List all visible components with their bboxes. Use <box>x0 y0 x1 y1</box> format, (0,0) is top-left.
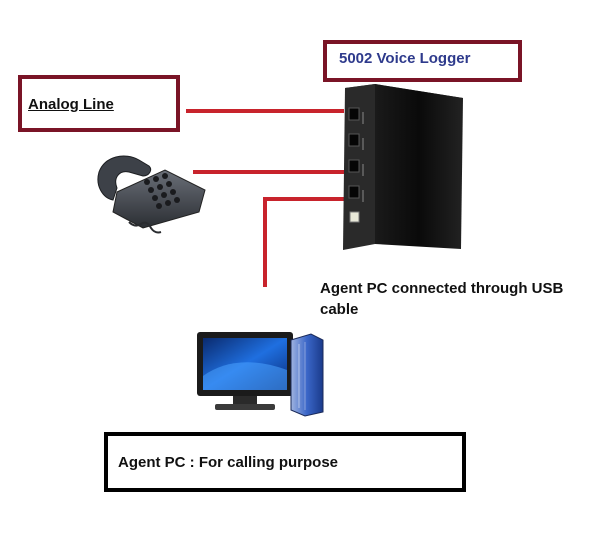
pc-wire-vertical <box>263 197 267 287</box>
agent-pc-label: Agent PC : For calling purpose <box>118 454 339 471</box>
analog-line-label: Analog Line <box>28 96 114 113</box>
voice-logger-device-icon <box>343 84 463 250</box>
analog-line-wire <box>186 109 344 113</box>
voice-logger-label: 5002 Voice Logger <box>339 50 471 67</box>
voice-logger-label-box: 5002 Voice Logger <box>323 40 522 82</box>
agent-pc-label-box: Agent PC : For calling purpose <box>104 432 466 492</box>
phone-wire <box>193 170 344 174</box>
desktop-computer-icon <box>197 332 324 417</box>
analog-line-label-box: Analog Line <box>18 75 180 132</box>
desk-telephone-icon <box>97 155 206 234</box>
pc-wire-horizontal <box>263 197 344 201</box>
usb-connection-caption: Agent PC connected through USB cable <box>320 280 564 318</box>
